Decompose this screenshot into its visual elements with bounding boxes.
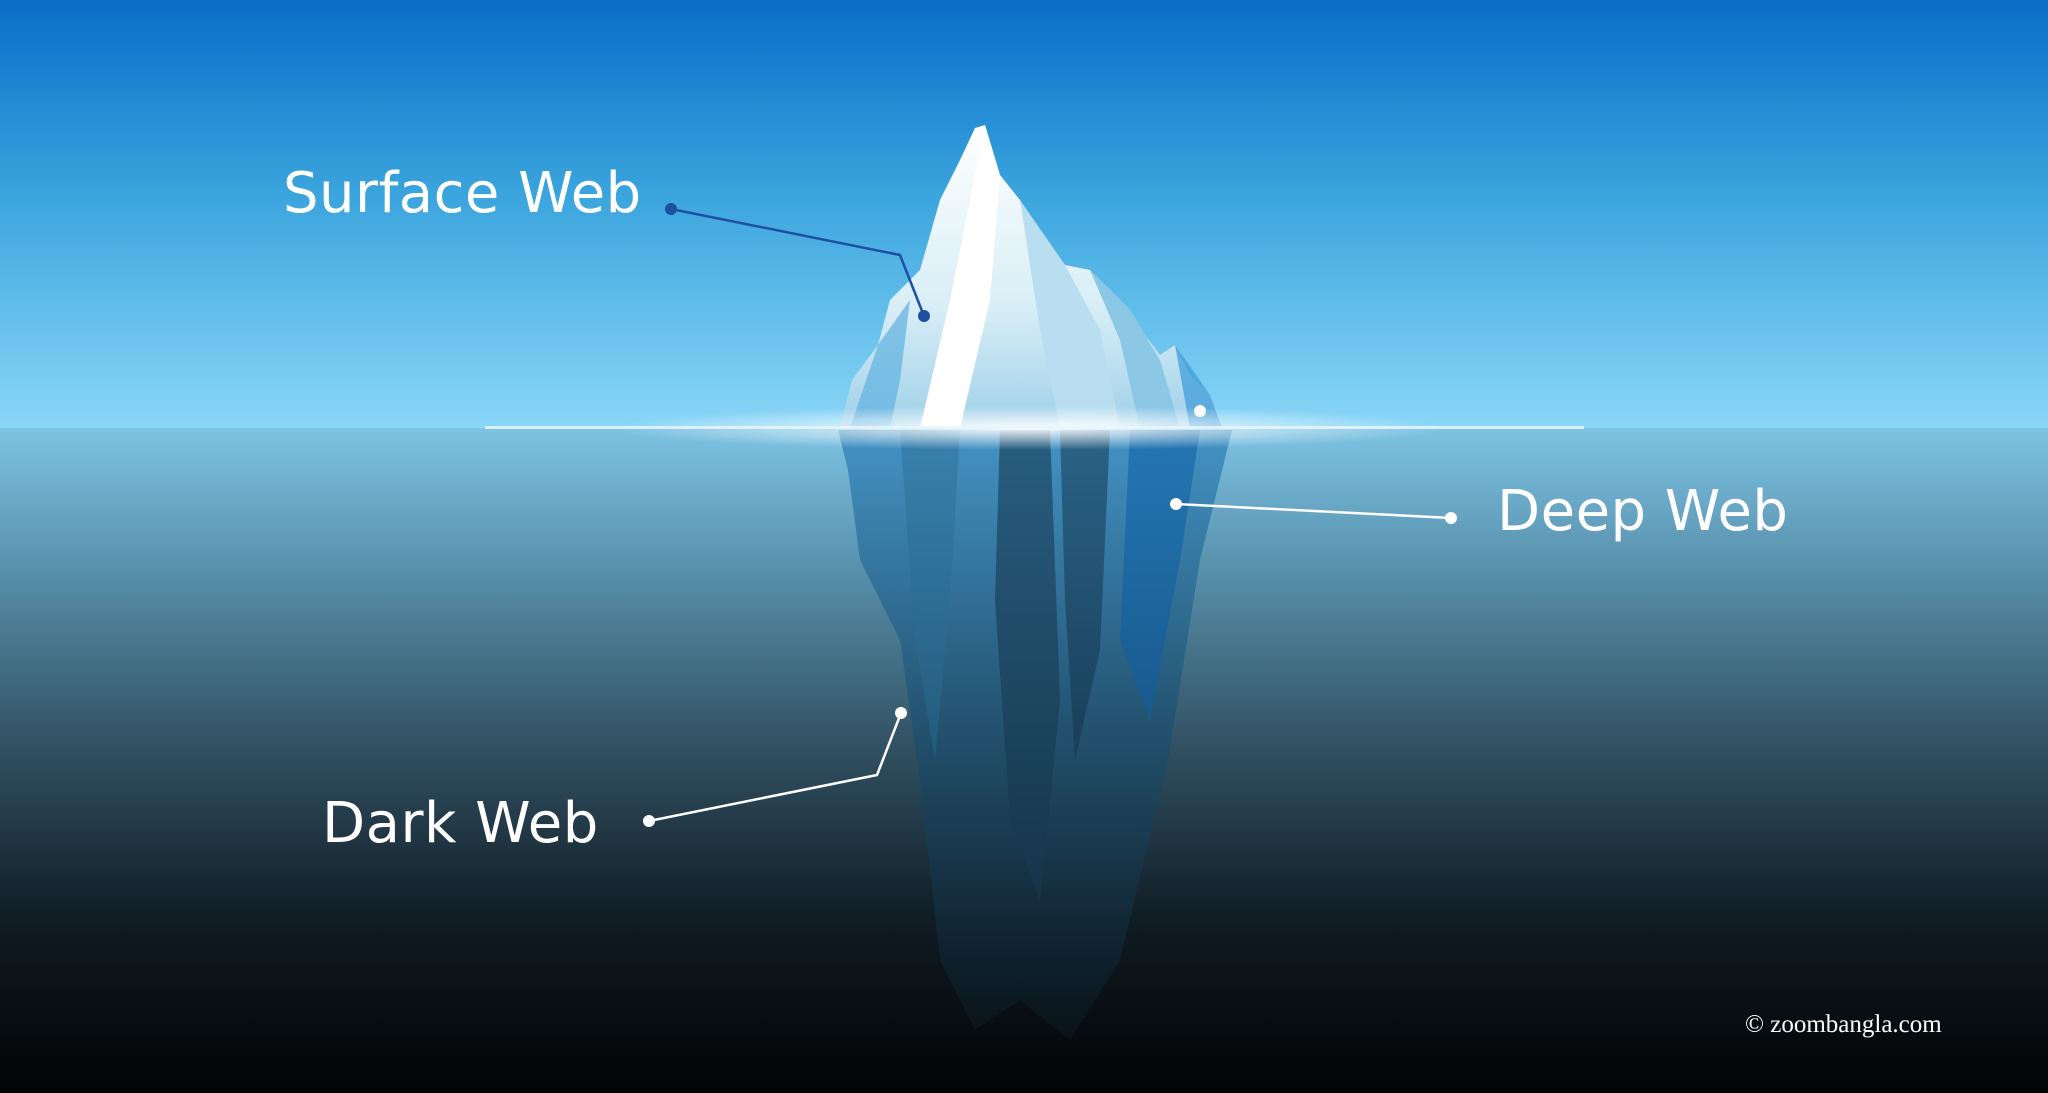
surface-web-callout [665, 203, 930, 322]
deep-web-callout [1170, 405, 1457, 524]
surface-web-label: Surface Web [283, 161, 642, 226]
dark-web-label: Dark Web [322, 791, 599, 856]
dark-web-callout [643, 707, 907, 827]
deep-web-label: Deep Web [1497, 479, 1789, 544]
horizon-line [485, 426, 1584, 429]
watermark: © zoombangla.com [1745, 1011, 1942, 1038]
iceberg-tip [840, 125, 1222, 428]
